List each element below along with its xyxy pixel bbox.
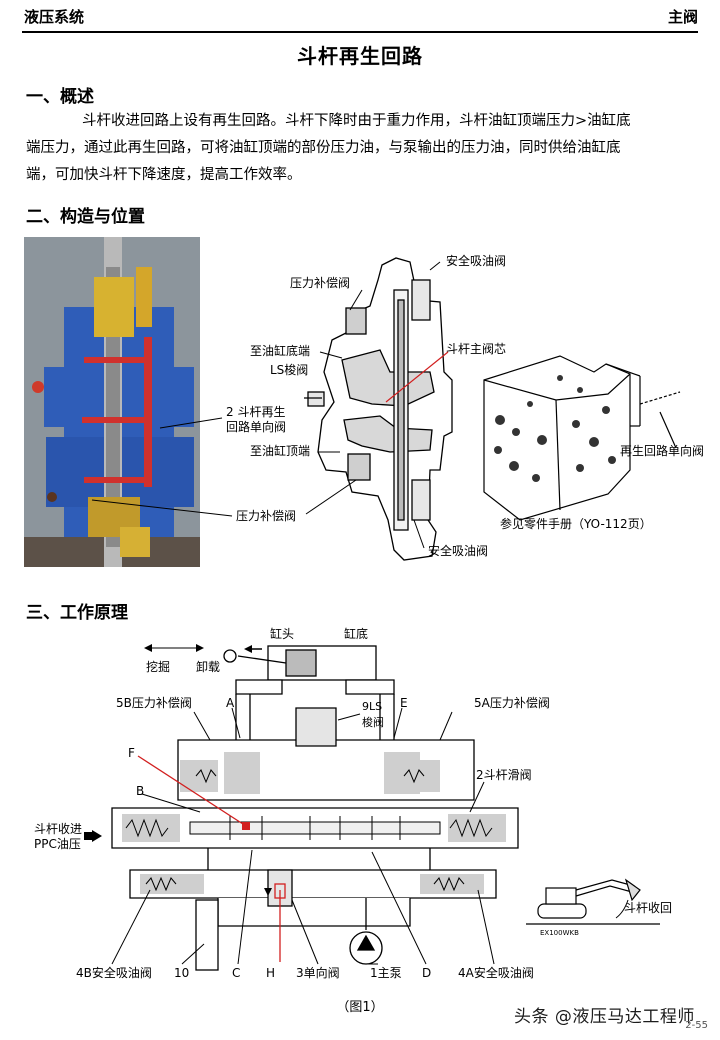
header-chapter-name: 主阀 [667,8,698,26]
page-title: 斗杆再生回路 [297,44,423,68]
label-5b-pressure-comp: 5B压力补偿阀 [116,696,192,710]
overview-line-3: 端，可加快斗杆下降速度，提高工作效率。 [26,167,302,183]
label-safety-suction-top: 安全吸油阀 [446,254,507,268]
header-divider [22,31,698,33]
label-pressure-comp-photo: 压力补偿阀 [236,509,297,523]
label-9-shuttle: 梭阀 [362,716,384,729]
valve-block-isometric [483,355,681,521]
label-safety-suction-bottom: 安全吸油阀 [428,544,489,558]
label-parts-manual-ref: 参见零件手册（YO-112页） [500,517,652,531]
label-port-c: C [232,966,241,980]
label-pressure-comp-top: 压力补偿阀 [290,276,351,290]
label-check-valve-3: 3单向阀 [296,966,340,980]
label-port-f: F [128,746,135,760]
label-port-b: B [136,784,145,798]
label-port-a: A [226,696,235,710]
label-arm-in: 斗杆收回 [624,901,673,915]
label-machine-code: EX100WKB [540,929,579,937]
label-9-ls: 9LS [362,700,383,713]
label-port-e: E [400,696,408,710]
label-main-pump-1: 1主泵 [370,966,402,980]
label-dump: 卸载 [196,660,221,674]
label-4a-relief: 4A安全吸油阀 [458,966,534,980]
watermark: 头条 @液压马达工程师 [514,1007,695,1027]
label-regen-check-valve-block: 再生回路单向阀 [620,444,705,458]
overview-line-2: 端压力，通过此再生回路，可将油缸顶端的部份压力油，与泵输出的压力油，同时供给油缸… [26,140,621,156]
label-arm-spool-2: 2斗杆滑阀 [476,768,532,782]
label-ls-shuttle-valve: LS梭阀 [270,363,309,377]
overview-paragraph: 斗杆收进回路上设有再生回路。斗杆下降时由于重力作用，斗杆油缸顶端压力>油缸底 端… [26,108,698,189]
overview-line-1: 斗杆收进回路上设有再生回路。斗杆下降时由于重力作用，斗杆油缸顶端压力>油缸底 [82,113,631,129]
label-arm-main-spool: 斗杆主阀芯 [446,342,507,356]
section-heading-structure: 二、构造与位置 [26,207,145,227]
figure-caption: （图1） [336,1000,384,1015]
excavator-sketch [526,878,660,925]
label-5a-pressure-comp: 5A压力补偿阀 [474,696,550,710]
label-port-h: H [266,966,276,980]
label-to-cylinder-bottom: 至油缸底端 [250,344,311,358]
header-section-name: 液压系统 [24,8,85,26]
section-heading-principle: 三、工作原理 [26,603,128,623]
label-to-cylinder-head: 至油缸顶端 [250,444,311,458]
arm-cylinder [223,645,377,681]
label-cylinder-head: 缸头 [270,627,295,641]
valve-cross-section [304,257,453,561]
main-pump-symbol [349,898,383,965]
section-heading-overview: 一、概述 [26,87,94,107]
label-10: 10 [174,966,190,980]
label-regen-check-valve: 2 斗杆再生 回路单向阀 [226,405,287,434]
page-number: 2-55 [685,1020,708,1031]
label-dig: 挖掘 [146,660,171,674]
label-4b-relief: 4B安全吸油阀 [76,966,152,980]
valve-cutaway-photo [24,237,200,567]
label-ppc-pressure: 斗杆收进 PPC油压 [34,822,83,851]
label-cylinder-bottom: 缸底 [344,627,369,641]
label-port-d: D [422,966,432,980]
